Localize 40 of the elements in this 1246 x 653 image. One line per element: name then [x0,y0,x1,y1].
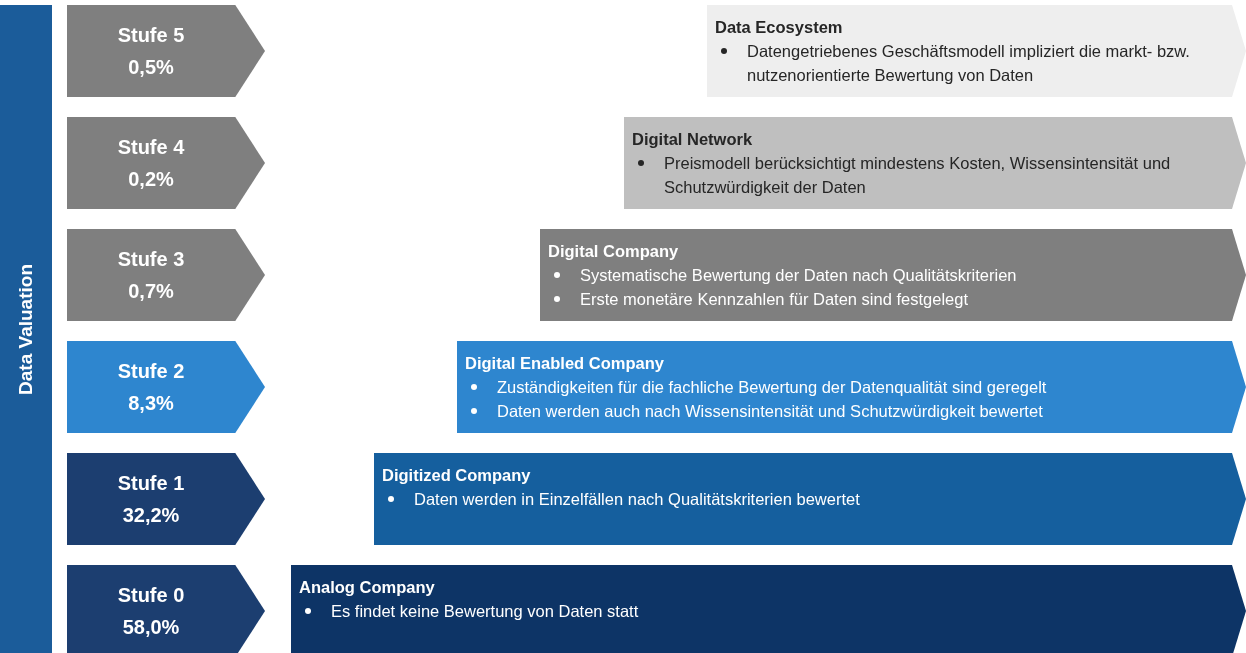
stage-panel [67,565,265,653]
percentage: 8,3% [128,391,174,416]
level-banner [540,229,1246,321]
stage-panel [67,117,265,209]
level-banner [374,453,1246,545]
stage-panel [67,229,265,321]
level-title: Data Ecosystem [715,17,844,38]
stage-label: Stufe 2 [117,359,185,384]
stage-panel [67,5,265,97]
bullet-text: Erste monetäre Kennzahlen für Daten sind festgelegt [580,289,968,310]
stage-label: Stufe 4 [117,135,185,160]
level-title: Digital Company [548,241,680,262]
stage-label: Stufe 1 [117,471,185,496]
band-label: Data Valuation [15,263,37,395]
level-title: Analog Company [299,577,436,598]
percentage: 0,2% [128,167,174,192]
bullet-text: Datengetriebenes Geschäftsmodell impliziert die markt- bzw. nutzenorientierte Bewertung von Daten [747,41,1191,86]
percentage: 58,0% [122,615,180,640]
level-title: Digitized Company [382,465,532,486]
bullet-text: Systematische Bewertung der Daten nach Qualitätskriterien [580,265,1017,286]
level-banner [457,341,1246,433]
level-banner [624,117,1246,209]
bullet-text: Zuständigkeiten für die fachliche Bewertung der Datenqualität sind geregelt [497,377,1047,398]
level-banner [707,5,1246,97]
level-title: Digital Network [632,129,754,150]
percentage: 32,2% [122,503,180,528]
stage-label: Stufe 0 [117,583,185,608]
bullet-text: Es findet keine Bewertung von Daten statt [331,601,639,622]
bullet-text: Preismodell berücksichtigt mindestens Kosten, Wissensintensität und Schutzwürdigkeit der Daten [664,153,1172,198]
stage-label: Stufe 5 [117,23,185,48]
level-title: Digital Enabled Company [465,353,665,374]
percentage: 0,5% [128,55,174,80]
percentage: 0,7% [128,279,174,304]
bullet-text: Daten werden in Einzelfällen nach Qualitätskriterien bewertet [414,489,860,510]
stage-panel [67,453,265,545]
side-band [0,5,52,653]
bullet-text: Daten werden auch nach Wissensintensität und Schutzwürdigkeit bewertet [497,401,1043,422]
stage-label: Stufe 3 [117,247,185,272]
level-banner [291,565,1246,653]
stage-panel [67,341,265,433]
